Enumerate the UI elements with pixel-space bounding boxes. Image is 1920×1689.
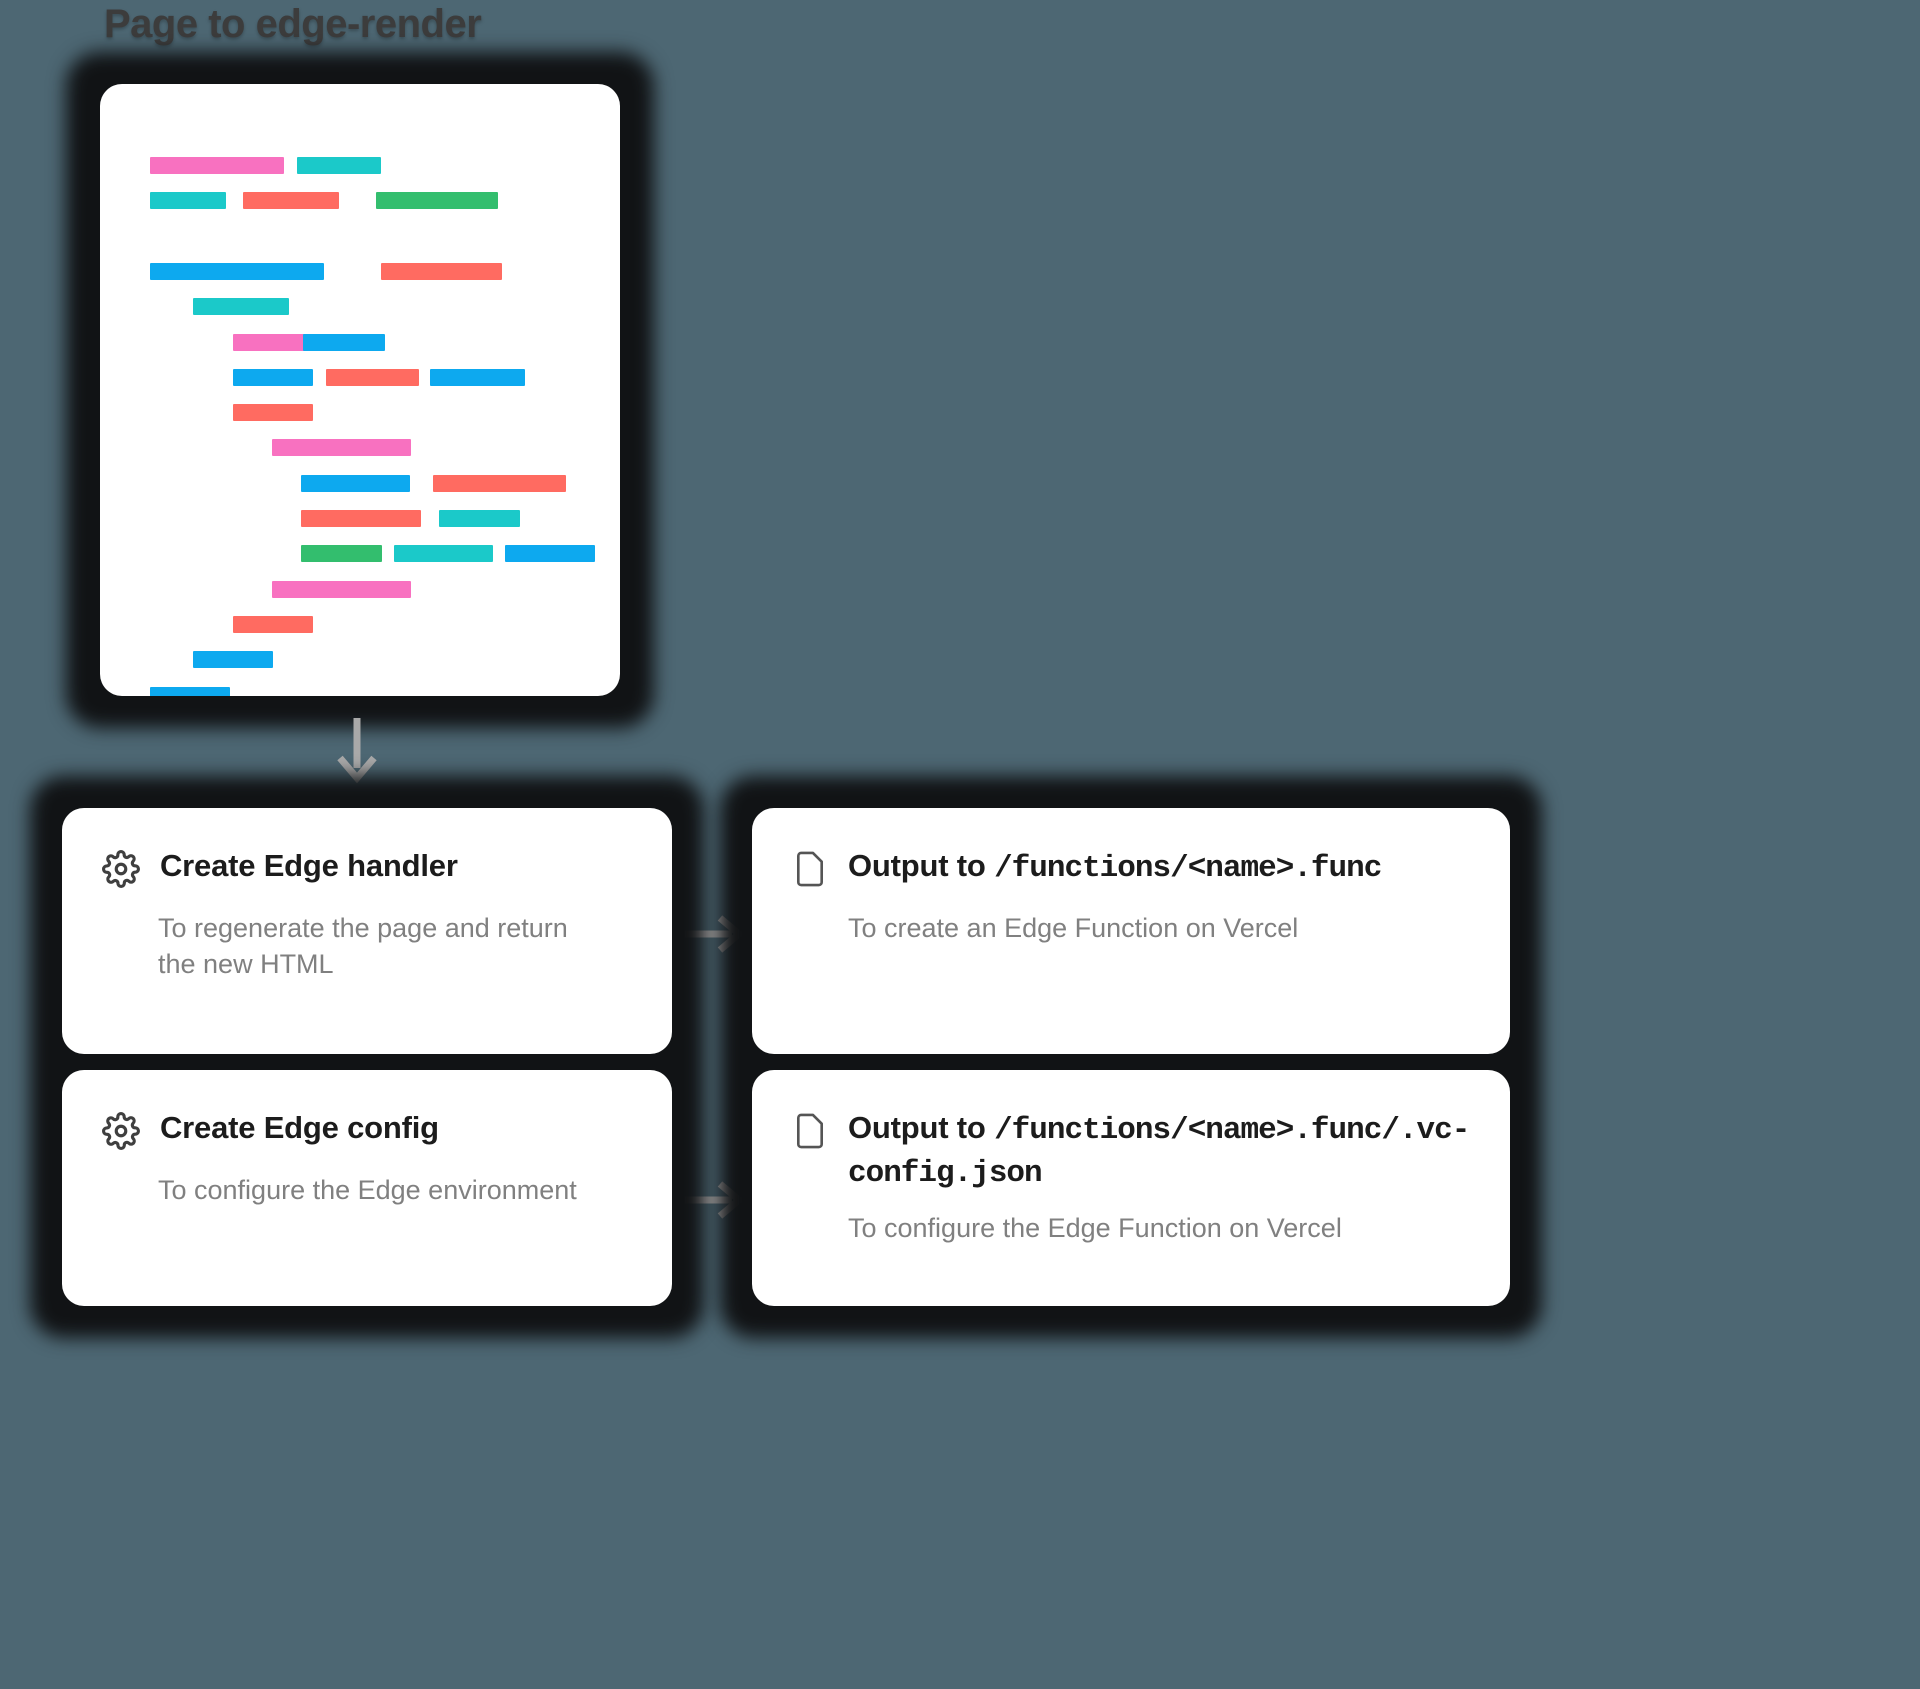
code-token-pink [150, 157, 284, 174]
code-token-blue [301, 475, 410, 492]
card-subtitle: To configure the Edge environment [158, 1175, 577, 1205]
card-title: Create Edge config [160, 1110, 439, 1145]
code-token-green [376, 192, 498, 209]
code-token-pink [272, 581, 411, 598]
card-output-config[interactable]: Output to /functions/<name>.func/.vc-con… [752, 1070, 1510, 1306]
card-title-path: /functions/<name>.func [994, 851, 1382, 886]
code-token-teal [193, 298, 289, 315]
code-token-red [233, 404, 313, 421]
code-token-blue [193, 651, 273, 668]
file-icon [792, 1112, 828, 1155]
code-token-blue [303, 334, 385, 351]
card-subtitle: To regenerate the page and return the ne… [158, 913, 568, 979]
page-title: Page to edge-render [104, 2, 482, 46]
code-token-teal [150, 192, 226, 209]
code-token-blue [233, 369, 313, 386]
page-source-code-card [100, 84, 620, 696]
code-token-teal [439, 510, 520, 527]
gear-icon [102, 850, 140, 893]
card-header: Output to /functions/<name>.func [792, 846, 1470, 893]
code-token-red [301, 510, 421, 527]
card-subtitle: To configure the Edge Function on Vercel [848, 1213, 1342, 1244]
card-header: Create Edge config [102, 1108, 632, 1155]
card-title: Create Edge handler [160, 848, 458, 883]
card-create-edge-handler[interactable]: Create Edge handler To regenerate the pa… [62, 808, 672, 1054]
file-icon [792, 850, 828, 893]
card-title: Output to /functions/<name>.func [848, 846, 1382, 889]
code-token-blue [505, 545, 595, 562]
code-token-green [301, 545, 382, 562]
code-token-red [243, 192, 339, 209]
code-token-red [326, 369, 419, 386]
code-token-blue [150, 687, 230, 696]
code-token-teal [394, 545, 493, 562]
gear-icon [102, 1112, 140, 1155]
code-token-teal [297, 157, 381, 174]
code-token-red [233, 616, 313, 633]
card-header: Create Edge handler [102, 846, 632, 893]
card-title-plain: Output to [848, 848, 995, 883]
code-token-red [433, 475, 566, 492]
card-title-plain: Output to [848, 1110, 995, 1145]
code-token-red [381, 263, 502, 280]
card-create-edge-config[interactable]: Create Edge config To configure the Edge… [62, 1070, 672, 1306]
code-token-blue [430, 369, 525, 386]
card-subtitle: To create an Edge Function on Vercel [848, 913, 1299, 943]
card-title: Output to /functions/<name>.func/.vc-con… [848, 1108, 1470, 1193]
card-header: Output to /functions/<name>.func/.vc-con… [792, 1108, 1470, 1193]
arrow-down-icon [337, 718, 377, 784]
code-token-pink [272, 439, 411, 456]
code-token-blue [150, 263, 324, 280]
card-title-path: /functions/<name>.func/.vc-config.json [848, 1113, 1470, 1191]
card-output-function[interactable]: Output to /functions/<name>.func To crea… [752, 808, 1510, 1054]
